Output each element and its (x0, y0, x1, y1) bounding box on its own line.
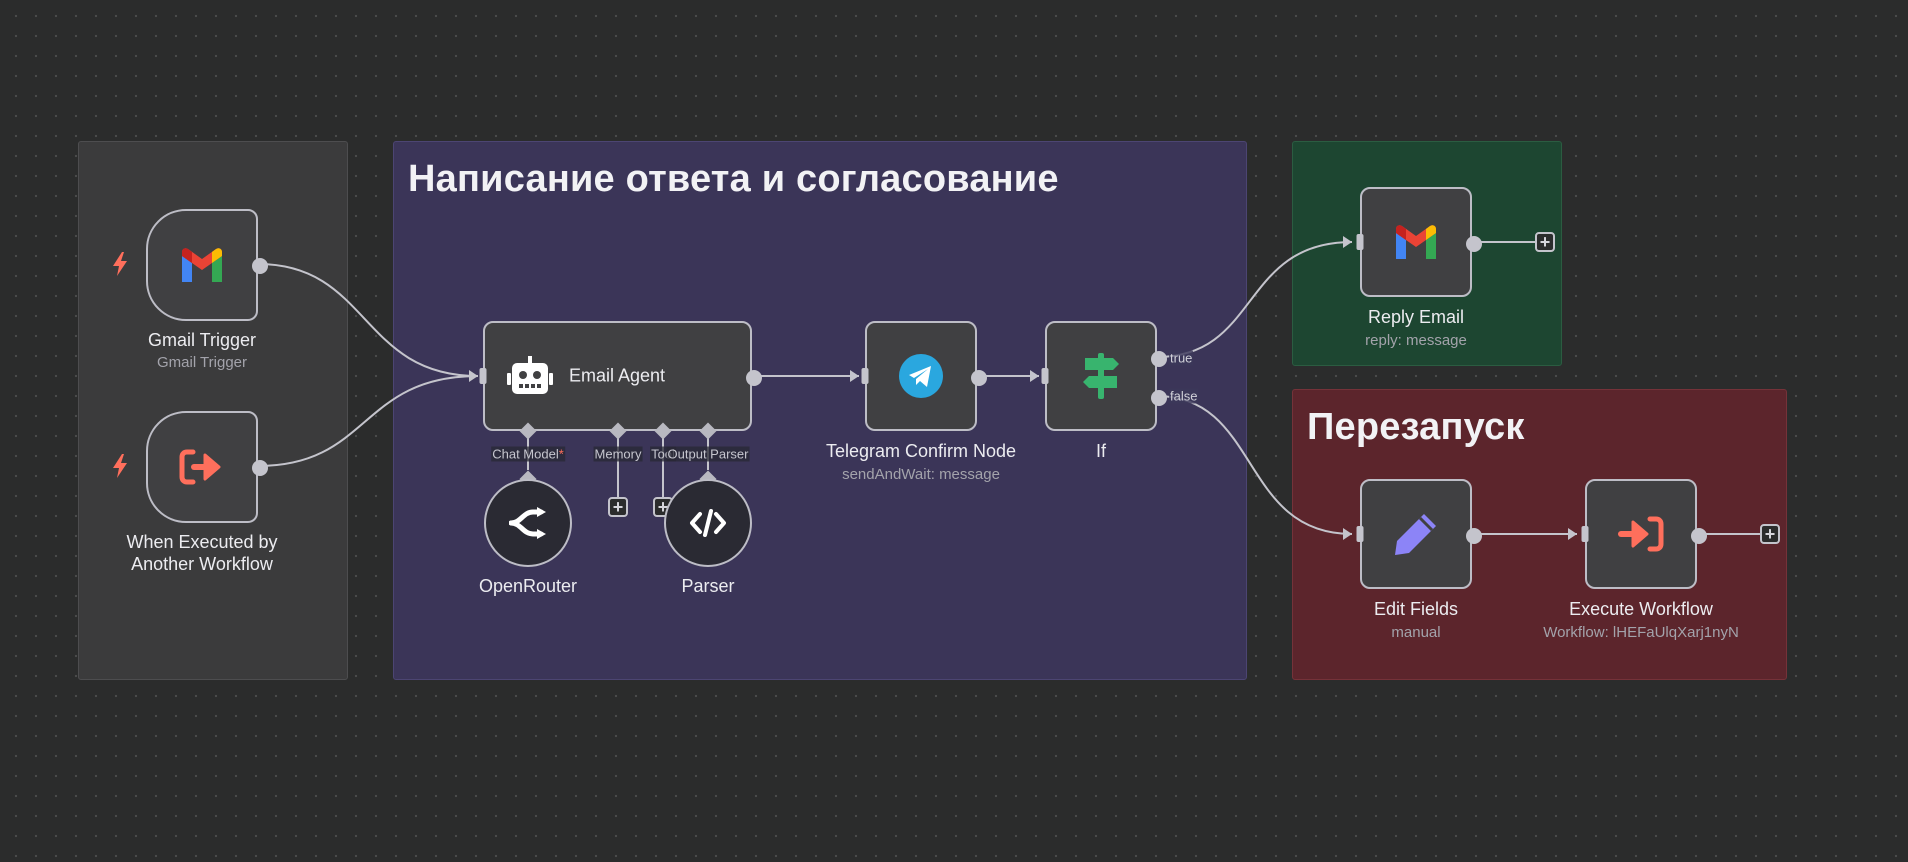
output-handle-false[interactable] (1151, 390, 1167, 406)
telegram-icon (899, 354, 943, 398)
sticky-note-title: Перезапуск (1307, 406, 1525, 448)
output-handle[interactable] (1466, 528, 1482, 544)
edit-fields-node[interactable] (1360, 479, 1482, 589)
gmail-icon (1393, 225, 1439, 259)
node-subtitle: Workflow: lHEFaUlqXarj1nyN (1543, 624, 1739, 641)
sign-in-icon (179, 448, 225, 486)
node-subtitle: sendAndWait: message (842, 466, 1000, 483)
node-label-line1: When Executed by (126, 532, 278, 552)
branch-label-false: false (1169, 388, 1199, 404)
node-subtitle: Gmail Trigger (156, 354, 248, 371)
input-handle[interactable] (1356, 234, 1364, 250)
openrouter-node[interactable] (484, 479, 572, 567)
output-handle[interactable] (1466, 236, 1482, 252)
node-label: Gmail Trigger (147, 330, 257, 350)
port-label-chat-model: Chat Model* (491, 446, 565, 462)
if-node[interactable] (1045, 321, 1167, 431)
input-handle[interactable] (861, 368, 869, 384)
pencil-icon (1393, 511, 1439, 557)
node-label-line2: Another Workflow (131, 554, 273, 574)
output-handle[interactable] (1691, 528, 1707, 544)
email-agent-node[interactable]: Email Agent (483, 321, 762, 431)
execute-workflow-node[interactable] (1585, 479, 1707, 589)
parser-node[interactable] (664, 479, 752, 567)
output-handle[interactable] (252, 460, 268, 476)
trigger-bolt-icon (113, 454, 127, 478)
node-label: Edit Fields (1373, 599, 1459, 619)
node-label: Execute Workflow (1569, 599, 1713, 619)
gmail-icon (179, 248, 225, 282)
port-label-output-parser: Output Parser (666, 446, 750, 462)
input-handle[interactable] (479, 368, 487, 384)
node-subtitle: manual (1391, 624, 1441, 641)
node-label: Email Agent (569, 365, 666, 386)
execute-workflow-trigger-node[interactable] (146, 411, 268, 523)
input-handle[interactable] (1356, 526, 1364, 542)
reply-email-node[interactable] (1360, 187, 1482, 297)
add-node-button[interactable]: + (1760, 524, 1780, 544)
gmail-trigger-node[interactable] (146, 209, 268, 321)
trigger-bolt-icon (113, 252, 127, 276)
node-label: If (1095, 441, 1107, 461)
signpost-icon (1079, 353, 1123, 399)
output-handle[interactable] (252, 258, 268, 274)
telegram-confirm-node[interactable] (865, 321, 987, 431)
openrouter-icon (509, 507, 547, 539)
output-handle[interactable] (971, 370, 987, 386)
input-handle[interactable] (1581, 526, 1589, 542)
port-label-memory: Memory (593, 446, 643, 462)
add-memory-button[interactable]: + (608, 497, 628, 517)
node-label: Reply Email (1367, 307, 1465, 327)
robot-icon (507, 356, 553, 396)
sticky-note-title: Написание ответа и согласование (408, 158, 1059, 200)
sign-in-icon (1618, 515, 1664, 553)
branch-label-true: true (1169, 350, 1194, 366)
output-handle-true[interactable] (1151, 351, 1167, 367)
node-label: Parser (681, 576, 735, 596)
add-node-button[interactable]: + (1535, 232, 1555, 252)
node-label: Telegram Confirm Node (825, 441, 1017, 461)
code-icon (689, 509, 727, 537)
output-handle[interactable] (746, 370, 762, 386)
node-label: OpenRouter (478, 576, 578, 596)
node-subtitle: reply: message (1365, 332, 1467, 349)
input-handle[interactable] (1041, 368, 1049, 384)
